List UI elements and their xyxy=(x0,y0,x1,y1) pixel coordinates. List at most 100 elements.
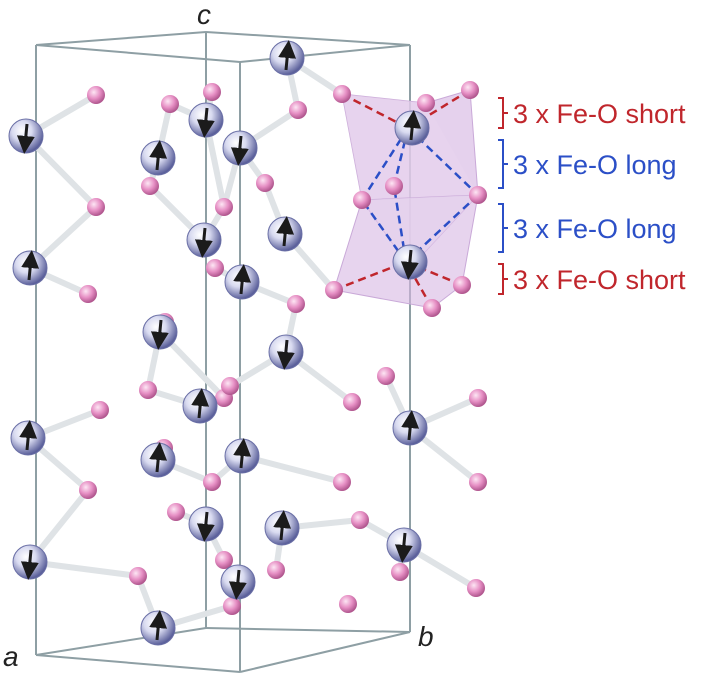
oxygen-atom xyxy=(461,81,479,99)
spin-arrow xyxy=(20,549,39,580)
spin-arrow xyxy=(149,442,168,473)
spin-arrow xyxy=(149,610,168,641)
oxygen-atom xyxy=(139,381,157,399)
iron-atom xyxy=(224,264,260,300)
iron-atom xyxy=(269,40,305,76)
iron-atom xyxy=(394,110,430,146)
bond-annotations: 3 x Fe-O short 3 x Fe-O long 3 x Fe-O lo… xyxy=(498,97,686,295)
iron-atom xyxy=(267,216,303,252)
iron-atom xyxy=(224,438,260,474)
oxygen-atom xyxy=(423,299,441,317)
spin-arrow xyxy=(194,227,213,258)
iron-atom xyxy=(220,564,256,600)
annotation-long-upper: 3 x Fe-O long xyxy=(513,150,677,180)
iron-atom xyxy=(186,222,222,258)
oxygen-atom xyxy=(87,86,105,104)
spin-arrow xyxy=(21,250,40,281)
oxygen-atom xyxy=(221,377,239,395)
iron-atom xyxy=(140,610,176,646)
iron-atom xyxy=(10,420,46,456)
oxygen-atom xyxy=(129,567,147,585)
annotation-long-lower: 3 x Fe-O long xyxy=(513,214,677,244)
oxygen-atom xyxy=(453,276,471,294)
oxygen-atom xyxy=(377,367,395,385)
oxygen-atom xyxy=(79,481,97,499)
oxygen-atom xyxy=(141,177,159,195)
oxygen-atom xyxy=(325,281,343,299)
spin-arrow xyxy=(273,510,292,541)
annotation-short-top: 3 x Fe-O short xyxy=(513,99,686,129)
feo6-octahedra xyxy=(333,89,479,309)
oxygen-atom xyxy=(91,401,109,419)
oxygen-atom xyxy=(385,177,403,195)
oxygen-atom xyxy=(267,561,285,579)
spin-arrow xyxy=(228,569,247,600)
bracket-long-lower xyxy=(498,203,508,253)
spin-arrow xyxy=(16,123,35,154)
oxygen-atom xyxy=(206,259,224,277)
iron-atom xyxy=(182,388,218,424)
spin-arrow xyxy=(276,339,295,370)
iron-atom xyxy=(140,140,176,176)
spin-arrow xyxy=(394,532,413,563)
iron-atom xyxy=(188,506,224,542)
oxygen-atom xyxy=(287,295,305,313)
oxygen-atom xyxy=(87,198,105,216)
bracket-short-bottom xyxy=(498,263,508,295)
axis-label-b: b xyxy=(418,621,434,652)
iron-atom xyxy=(12,250,48,286)
iron-atom xyxy=(140,442,176,478)
axis-label-c: c xyxy=(197,0,211,30)
oxygen-atom xyxy=(469,473,487,491)
iron-atom xyxy=(392,244,428,280)
oxygen-atom xyxy=(351,511,369,529)
oxygen-atom xyxy=(467,579,485,597)
spin-arrow xyxy=(196,107,215,138)
oxygen-atom xyxy=(215,551,233,569)
oxygen-atom xyxy=(469,186,487,204)
iron-atom xyxy=(268,334,304,370)
spin-arrow xyxy=(149,140,168,171)
spin-arrow xyxy=(276,216,295,247)
bracket-long-upper xyxy=(498,139,508,189)
spin-arrow xyxy=(278,40,297,71)
spin-arrow xyxy=(230,135,249,166)
oxygen-atom xyxy=(289,101,307,119)
spin-arrow xyxy=(401,410,420,441)
spin-arrow xyxy=(191,388,210,419)
oxygen-atom xyxy=(256,174,274,192)
iron-atom xyxy=(12,544,48,580)
spin-arrow xyxy=(196,511,215,542)
oxygen-atom xyxy=(215,198,233,216)
spin-arrow xyxy=(150,319,169,350)
oxygen-atom xyxy=(333,85,351,103)
oxygen-atom xyxy=(167,503,185,521)
oxygen-atoms xyxy=(79,81,487,615)
oxygen-atom xyxy=(333,473,351,491)
oxygen-atom xyxy=(469,389,487,407)
spin-arrow xyxy=(403,110,422,141)
iron-atom xyxy=(392,410,428,446)
oxygen-atom xyxy=(223,597,241,615)
iron-atom xyxy=(8,118,44,154)
spin-arrow xyxy=(233,264,252,295)
iron-atom xyxy=(188,102,224,138)
spin-arrow xyxy=(233,438,252,469)
bracket-short-top xyxy=(498,97,508,129)
oxygen-atom xyxy=(417,94,435,112)
annotation-short-bottom: 3 x Fe-O short xyxy=(513,265,686,295)
iron-atom xyxy=(386,527,422,563)
iron-atom xyxy=(264,510,300,546)
oxygen-atom xyxy=(79,285,97,303)
oxygen-atom xyxy=(391,563,409,581)
oxygen-atom xyxy=(339,595,357,613)
oxygen-atom xyxy=(353,191,371,209)
oxygen-atom xyxy=(161,95,179,113)
iron-atoms xyxy=(8,40,430,646)
iron-atom xyxy=(142,314,178,350)
oxygen-atom xyxy=(203,83,221,101)
spin-arrow xyxy=(400,249,419,280)
bond xyxy=(27,559,141,579)
axis-label-a: a xyxy=(3,641,19,672)
